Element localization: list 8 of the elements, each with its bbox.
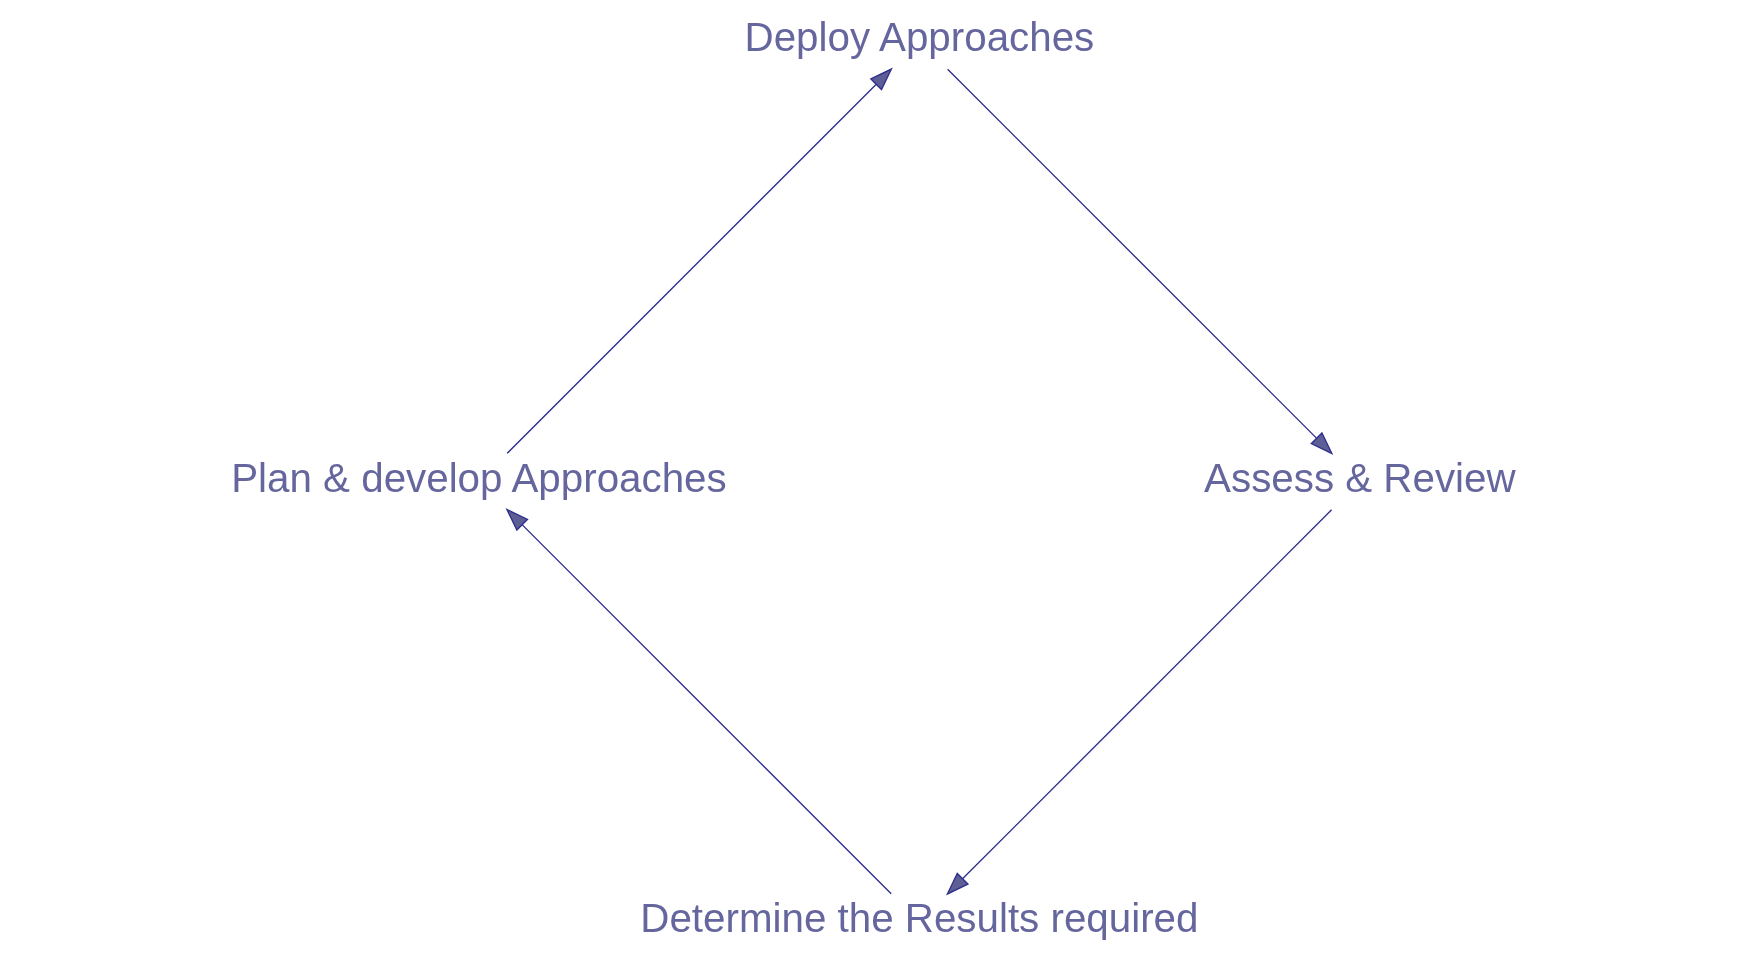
arrow xyxy=(506,67,893,454)
arrow xyxy=(505,508,892,895)
arrow xyxy=(945,509,1333,896)
node-text: Assess & Review xyxy=(1204,454,1516,501)
node-text: Deploy Approaches xyxy=(744,14,1095,61)
node-text: Determine the Results required xyxy=(640,895,1199,942)
arrow xyxy=(946,68,1334,455)
node-text: Plan & develop Approaches xyxy=(231,454,727,501)
